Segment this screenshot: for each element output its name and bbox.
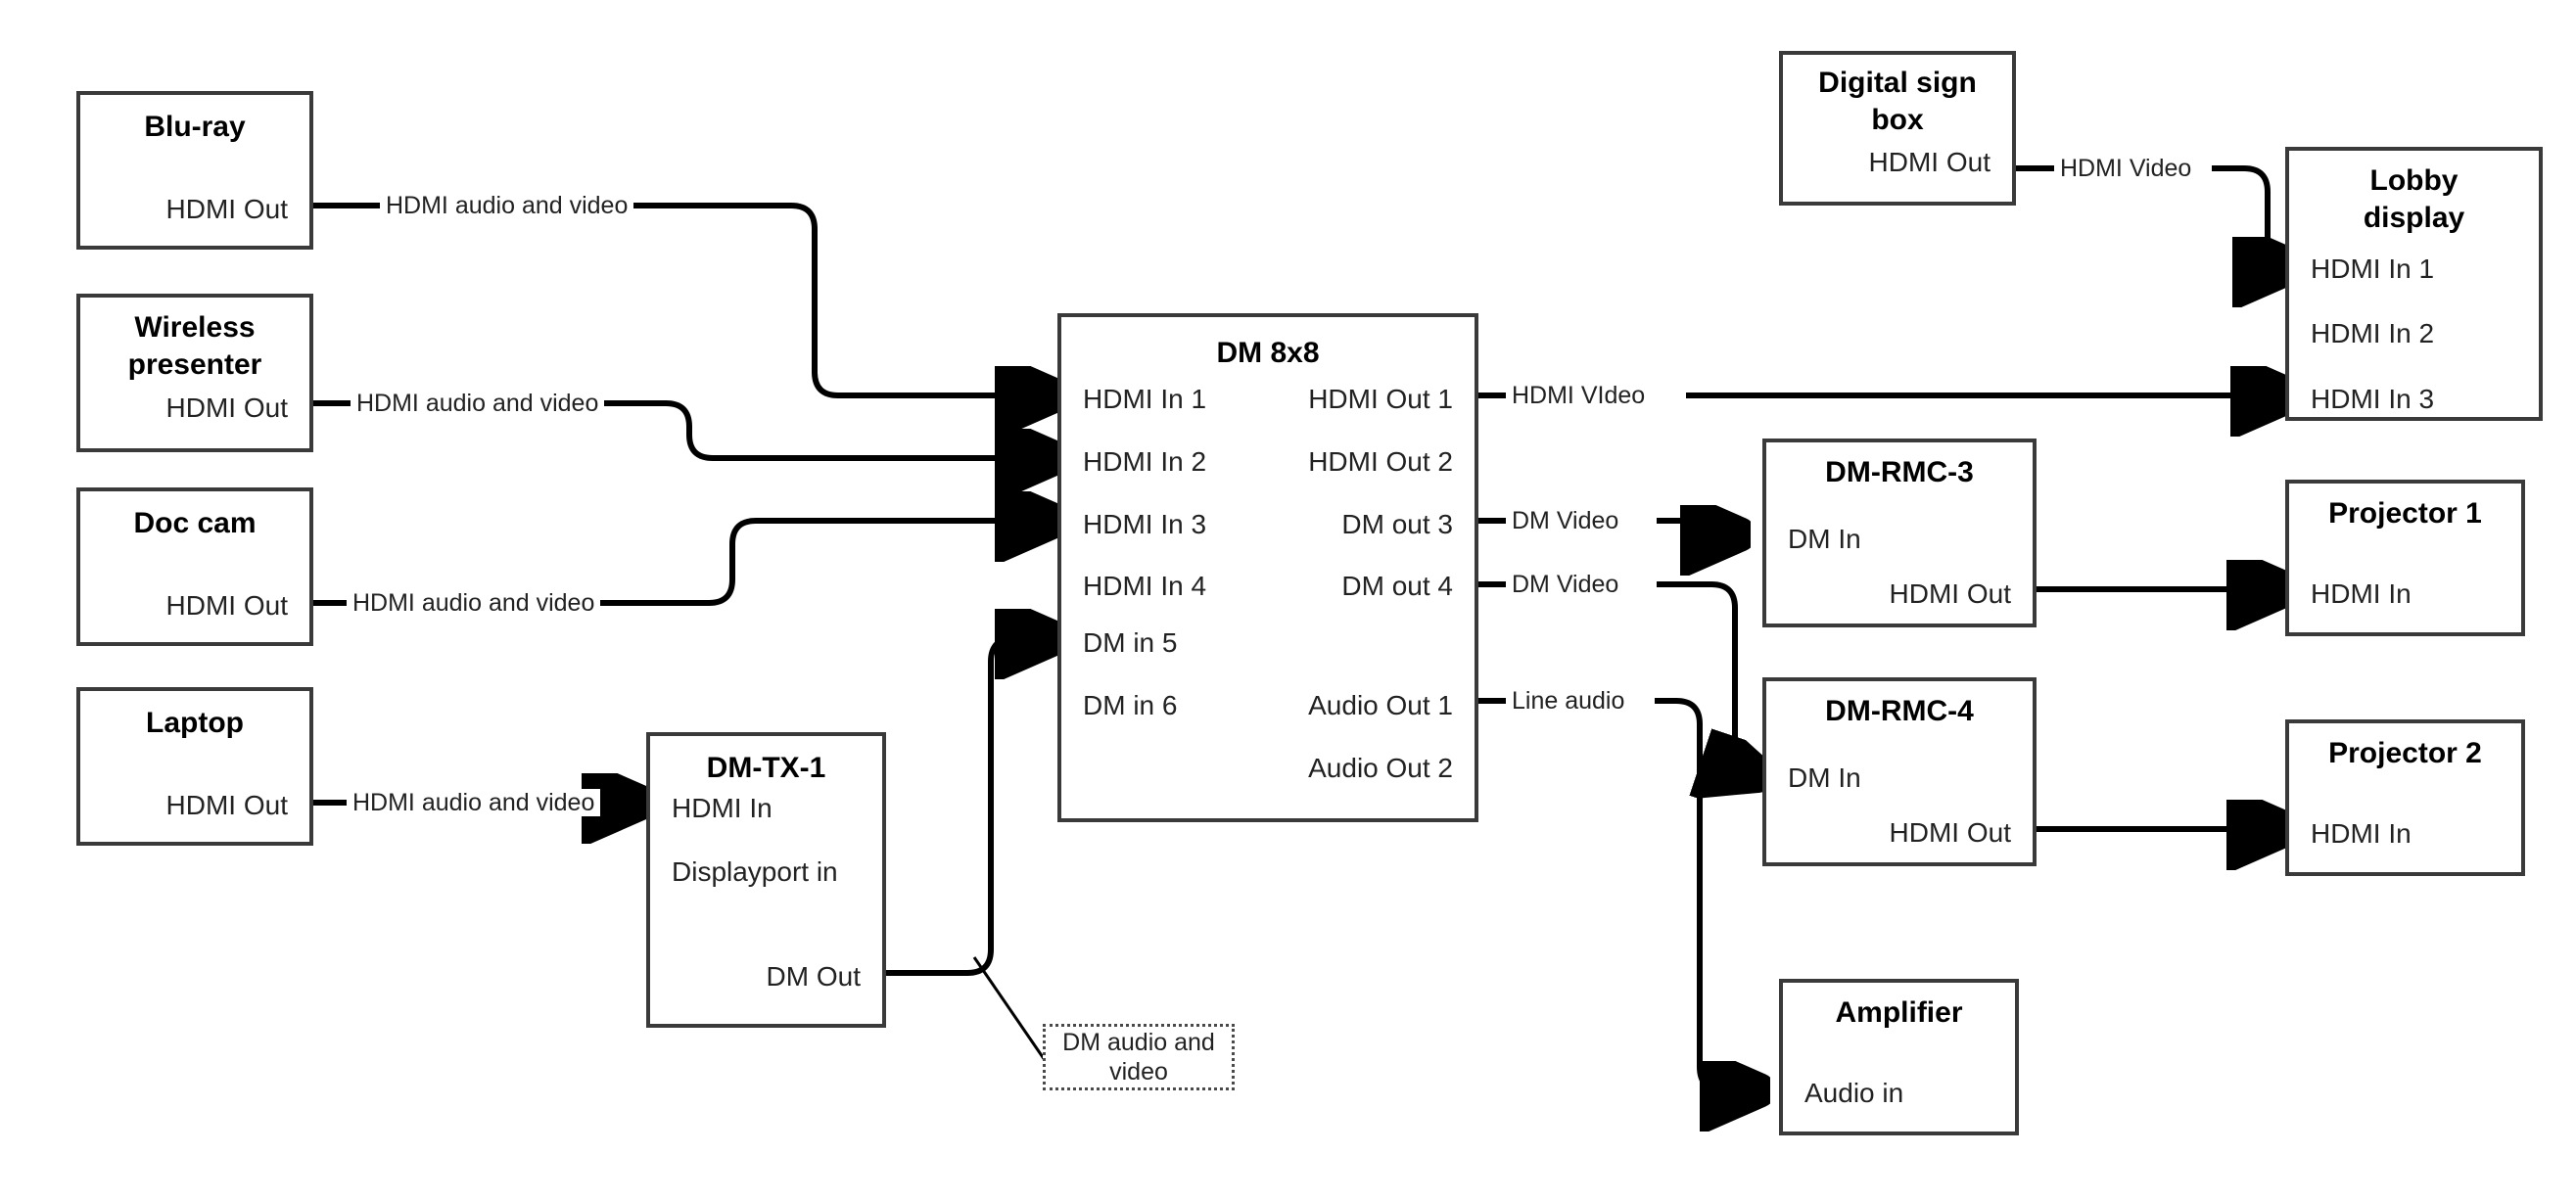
port-dm-out-4: DM out 4 — [1341, 571, 1453, 601]
port-hdmi-in-3: HDMI In 3 — [1083, 509, 1207, 539]
port-dm-in: DM In — [1788, 762, 1861, 793]
edge-label-doccam-to-dm-in3: HDMI audio and video — [347, 589, 601, 617]
wire-dmtx-to-dm-in5 — [886, 638, 1048, 976]
node-dm-8x8[interactable]: DM 8x8 HDMI In 1 HDMI In 2 HDMI In 3 HDM… — [1057, 313, 1478, 822]
node-projector-1[interactable]: Projector 1 HDMI In — [2285, 480, 2525, 636]
node-title: Projector 2 — [2328, 737, 2482, 769]
node-title: DM 8x8 — [1216, 337, 1320, 369]
node-blu-ray[interactable]: Blu-ray HDMI Out — [76, 91, 313, 250]
port-dm-in-5: DM in 5 — [1083, 627, 1178, 658]
wire-sign-to-lobby-in1 — [2016, 165, 2285, 266]
port-hdmi-out: HDMI Out — [1889, 578, 2011, 609]
node-wireless-presenter[interactable]: Wireless presenter HDMI Out — [76, 294, 313, 452]
callout-leader-line — [972, 956, 1047, 1061]
callout-dm-audio-and-video: DM audio and video — [1043, 1024, 1235, 1090]
port-dm-in-6: DM in 6 — [1083, 690, 1178, 720]
port-hdmi-in-1: HDMI In 1 — [1083, 384, 1207, 414]
port-audio-out-1: Audio Out 1 — [1308, 690, 1453, 720]
port-hdmi-in: HDMI In — [2311, 818, 2412, 849]
node-title: Amplifier — [1835, 996, 1963, 1029]
port-hdmi-out: HDMI Out — [165, 393, 288, 423]
port-hdmi-out-1: HDMI Out 1 — [1308, 384, 1453, 414]
node-title: Wireless presenter — [127, 311, 262, 381]
port-hdmi-in-3: HDMI In 3 — [2311, 384, 2435, 414]
node-lobby-display[interactable]: Lobby display HDMI In 1 HDMI In 2 HDMI I… — [2285, 147, 2543, 421]
port-hdmi-in: HDMI In — [2311, 578, 2412, 609]
node-title: Laptop — [146, 707, 244, 739]
node-title: Projector 1 — [2328, 497, 2482, 530]
edge-label-dmout4-to-rmc4: DM Video — [1506, 571, 1625, 598]
node-dm-rmc-3[interactable]: DM-RMC-3 DM In HDMI Out — [1762, 439, 2037, 627]
port-hdmi-in-1: HDMI In 1 — [2311, 254, 2435, 284]
wire-bluray-to-dm-in1 — [313, 203, 1048, 395]
port-dm-out-3: DM out 3 — [1341, 509, 1453, 539]
edge-label-laptop-to-dmtx: HDMI audio and video — [347, 789, 601, 816]
edge-label-hdmiout1-to-lobby: HDMI VIdeo — [1506, 382, 1652, 409]
port-hdmi-out: HDMI Out — [1889, 817, 2011, 848]
port-audio-out-2: Audio Out 2 — [1308, 753, 1453, 783]
node-laptop[interactable]: Laptop HDMI Out — [76, 687, 313, 846]
node-amplifier[interactable]: Amplifier Audio in — [1779, 979, 2019, 1135]
node-projector-2[interactable]: Projector 2 HDMI In — [2285, 719, 2525, 876]
node-title: Blu-ray — [144, 111, 246, 143]
port-hdmi-out: HDMI Out — [165, 194, 288, 224]
edge-label-sign-to-lobby: HDMI Video — [2054, 155, 2198, 182]
port-hdmi-in: HDMI In — [672, 793, 773, 823]
node-doc-cam[interactable]: Doc cam HDMI Out — [76, 487, 313, 646]
node-title: Digital sign box — [1818, 67, 1977, 136]
edge-label-audioout1-to-amp: Line audio — [1506, 687, 1631, 715]
port-hdmi-in-2: HDMI In 2 — [2311, 318, 2435, 348]
port-dm-in: DM In — [1788, 524, 1861, 554]
edge-label-bluray-to-dm-in1: HDMI audio and video — [380, 192, 634, 219]
port-hdmi-in-4: HDMI In 4 — [1083, 571, 1207, 601]
node-title: Lobby display — [2363, 164, 2465, 234]
port-displayport-in: Displayport in — [672, 856, 838, 887]
wire-audioout1-to-amplifier — [1478, 698, 1753, 1090]
port-hdmi-out: HDMI Out — [165, 590, 288, 621]
port-hdmi-out-2: HDMI Out 2 — [1308, 446, 1453, 477]
node-title: Doc cam — [133, 507, 257, 539]
node-title: DM-RMC-4 — [1825, 695, 1974, 727]
port-audio-in: Audio in — [1804, 1078, 1904, 1108]
node-title: DM-RMC-3 — [1825, 456, 1974, 488]
edge-label-wireless-to-dm-in2: HDMI audio and video — [351, 390, 605, 417]
port-dm-out: DM Out — [766, 961, 861, 992]
edge-label-dmout3-to-rmc3: DM Video — [1506, 507, 1625, 534]
node-dm-rmc-4[interactable]: DM-RMC-4 DM In HDMI Out — [1762, 677, 2037, 866]
port-hdmi-in-2: HDMI In 2 — [1083, 446, 1207, 477]
node-digital-sign-box[interactable]: Digital sign box HDMI Out — [1779, 51, 2016, 206]
port-hdmi-out: HDMI Out — [1868, 147, 1991, 177]
node-dm-tx-1[interactable]: DM-TX-1 HDMI In Displayport in DM Out — [646, 732, 886, 1028]
wire-dmout4-to-rmc4 — [1478, 581, 1753, 773]
node-title: DM-TX-1 — [706, 752, 826, 784]
port-hdmi-out: HDMI Out — [165, 790, 288, 820]
